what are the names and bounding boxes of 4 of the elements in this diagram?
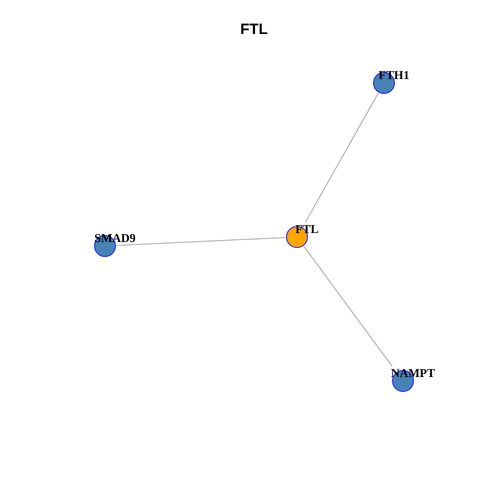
edge-line	[303, 246, 393, 367]
chart-title: FTL	[240, 21, 268, 39]
edge-line	[304, 92, 379, 223]
edge-line	[116, 237, 286, 246]
